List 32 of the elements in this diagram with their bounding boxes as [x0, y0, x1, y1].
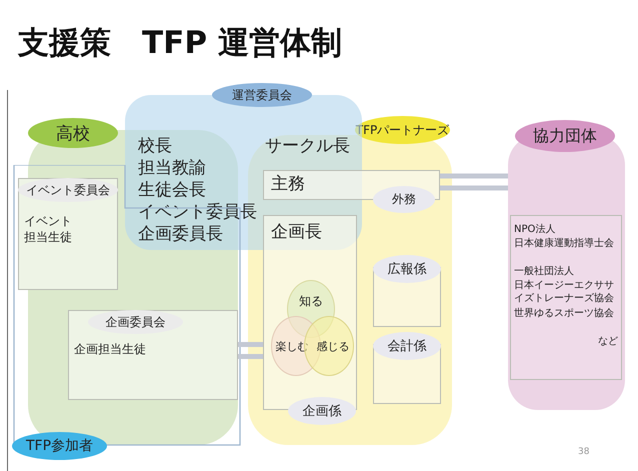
role-label: 知る	[298, 292, 324, 310]
slide-title: 支援策 TFP 運営体制	[18, 24, 342, 63]
role-name: 企画長	[271, 221, 323, 244]
group-region	[508, 120, 625, 410]
role-box	[68, 310, 238, 400]
group-label: TFPパートナーズ	[355, 116, 450, 144]
member-text: 日本健康運動指導士会	[514, 237, 615, 250]
member-text: 日本イージーエクササイズトレーナーズ協会	[514, 279, 615, 305]
role-box	[18, 178, 118, 290]
role-label: 楽しむ	[274, 338, 310, 354]
role-box	[373, 255, 441, 327]
member-list: 企画委員長	[138, 223, 258, 246]
member-list: 校長	[138, 135, 258, 158]
member-text: など	[597, 335, 618, 348]
page-number: 38	[578, 447, 590, 457]
role-box	[373, 332, 441, 404]
member-text: 世界ゆるスポーツ協会	[514, 307, 615, 320]
role-label: 感じる	[316, 338, 350, 354]
member-list: 生徒会長	[138, 179, 258, 202]
connector	[438, 174, 510, 190]
role-name: 主務	[271, 173, 306, 196]
role-box	[510, 215, 622, 380]
member-text: 一般社団法人	[514, 265, 575, 278]
group-label: 高校	[28, 118, 118, 148]
connector	[236, 342, 266, 359]
member-text: イベント担当生徒	[24, 214, 73, 246]
group-label: 協力団体	[515, 120, 615, 152]
group-label: TFP参加者	[12, 432, 107, 460]
member-text: NPO法人	[514, 223, 556, 236]
member-list: 担当教諭	[138, 157, 258, 180]
group-label: 運営委員会	[212, 83, 312, 107]
member-text: 企画担当生徒	[74, 342, 147, 358]
